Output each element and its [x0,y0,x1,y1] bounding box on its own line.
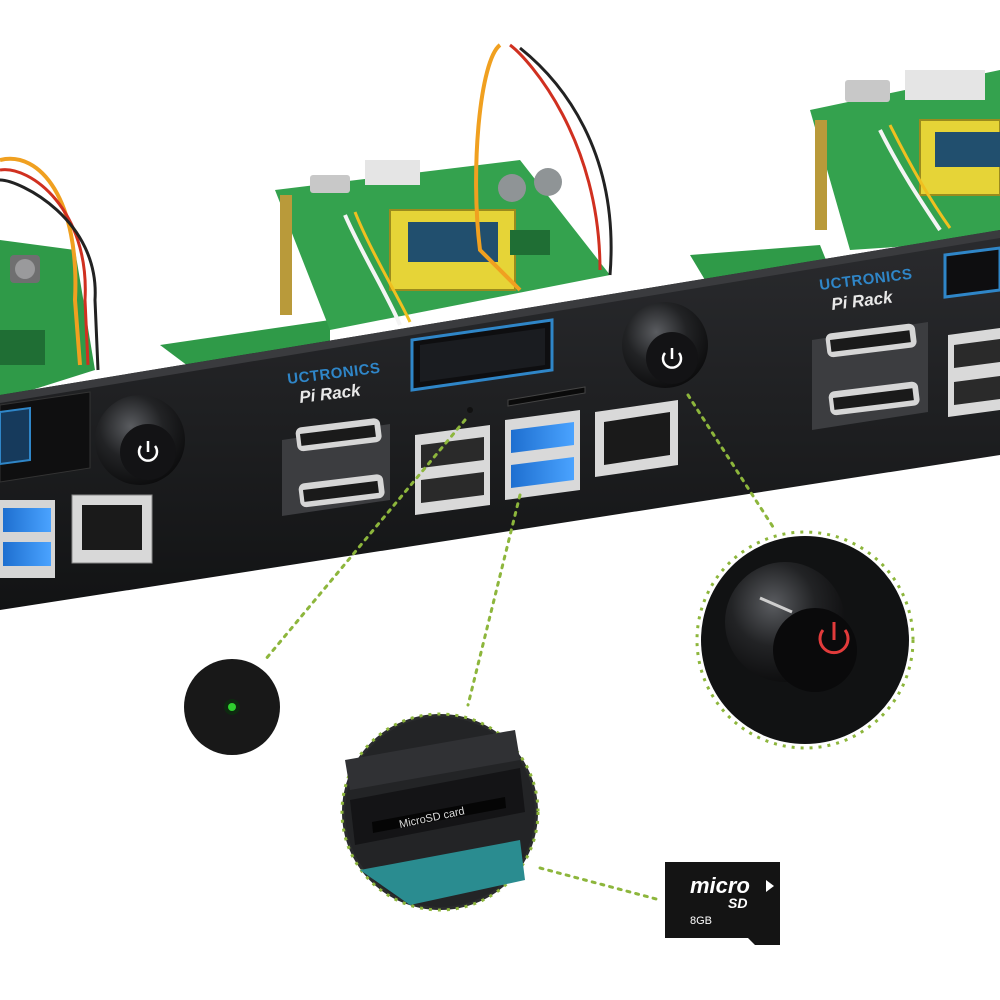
ethernet-port[interactable] [595,400,678,477]
microsd-slot[interactable] [507,386,586,407]
pcb-board-right [690,70,1000,280]
microsd-card: micro SD 8GB [665,862,780,945]
status-led [467,407,473,413]
ethernet-port[interactable] [71,494,153,564]
usb-port[interactable] [505,410,580,500]
pi-boards [0,43,1000,400]
power-icon [818,622,850,655]
oled-display [410,318,554,392]
hdmi-port[interactable] [812,322,928,430]
card-logo-micro: micro [690,873,750,898]
power-icon [137,441,159,462]
power-icon [661,348,683,369]
callout-lines [263,393,777,902]
rack-panel [0,230,1000,610]
rack-unit-right: UCTRONICS Pi Rack [812,246,1000,430]
hdmi-port[interactable] [282,418,390,516]
card-logo-sd: SD [728,895,747,911]
callout-power-button [695,530,915,750]
usb-port[interactable] [948,328,1000,417]
usb-port[interactable] [0,500,55,578]
card-capacity: 8GB [690,915,712,927]
callout-status-led [184,659,280,755]
pcb-board-left [0,156,100,400]
power-button[interactable] [95,395,185,485]
pcb-board-middle [160,43,613,375]
oled-display [943,246,1000,299]
rack-unit-middle: UCTRONICS Pi Rack [282,302,708,516]
rack-unit-left [0,391,185,578]
callout-microsd-slot: MicroSD card [340,712,540,912]
power-button[interactable] [622,302,708,388]
status-led [228,703,236,711]
usb-port[interactable] [415,425,490,515]
